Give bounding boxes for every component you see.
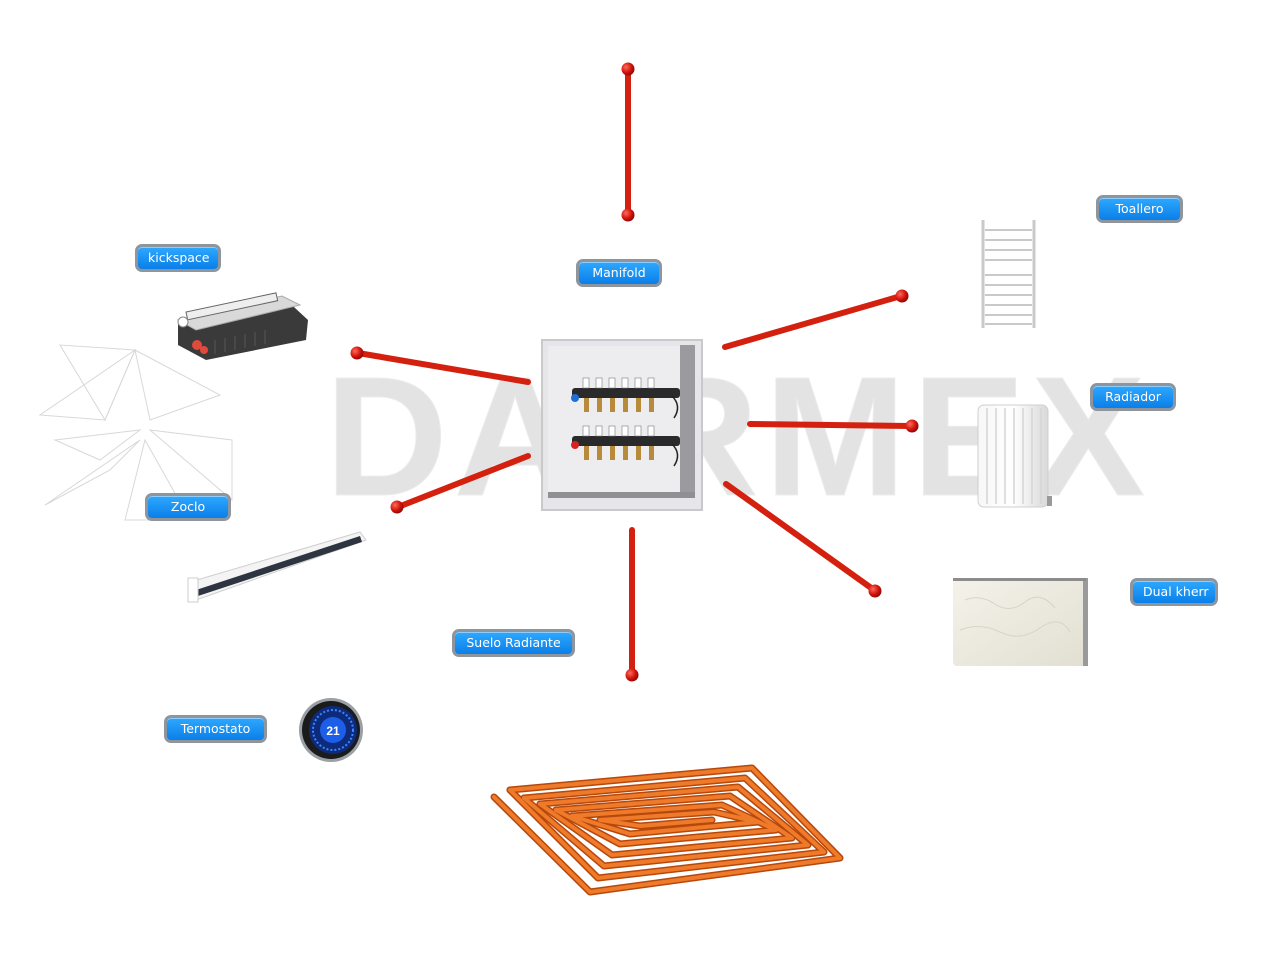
manifold-label[interactable]: Manifold [576,259,662,287]
radiador-label[interactable]: Radiador [1090,383,1176,411]
termostato-label[interactable]: Termostato [164,715,267,743]
suelo-radiante-label[interactable]: Suelo Radiante [452,629,575,657]
dual-kherr-label[interactable]: Dual kherr [1130,578,1218,606]
kickspace-label[interactable]: kickspace [135,244,221,272]
pipe-zoclo [395,453,531,510]
zoclo-label[interactable]: Zoclo [145,493,231,521]
radiator-image[interactable] [977,404,1052,508]
pipes [355,67,914,677]
pipe-ends [350,62,919,682]
pipe-toallero [722,293,904,350]
kickspace-image[interactable] [176,292,308,360]
thermostat-image[interactable]: 21 [299,698,363,762]
underfloor-heating-image[interactable] [490,764,844,896]
pipe-dual-kherr [723,481,877,593]
pipe-kickspace [355,350,531,385]
pipe-radiador [747,421,914,429]
thermostat-value: 21 [326,724,340,738]
toallero-label[interactable]: Toallero [1096,195,1183,223]
zoclo-image[interactable] [187,531,367,603]
manifold-cabinet[interactable] [541,339,703,511]
dual-kherr-panel-image[interactable] [953,578,1088,666]
towel-rail-image[interactable] [981,220,1036,328]
